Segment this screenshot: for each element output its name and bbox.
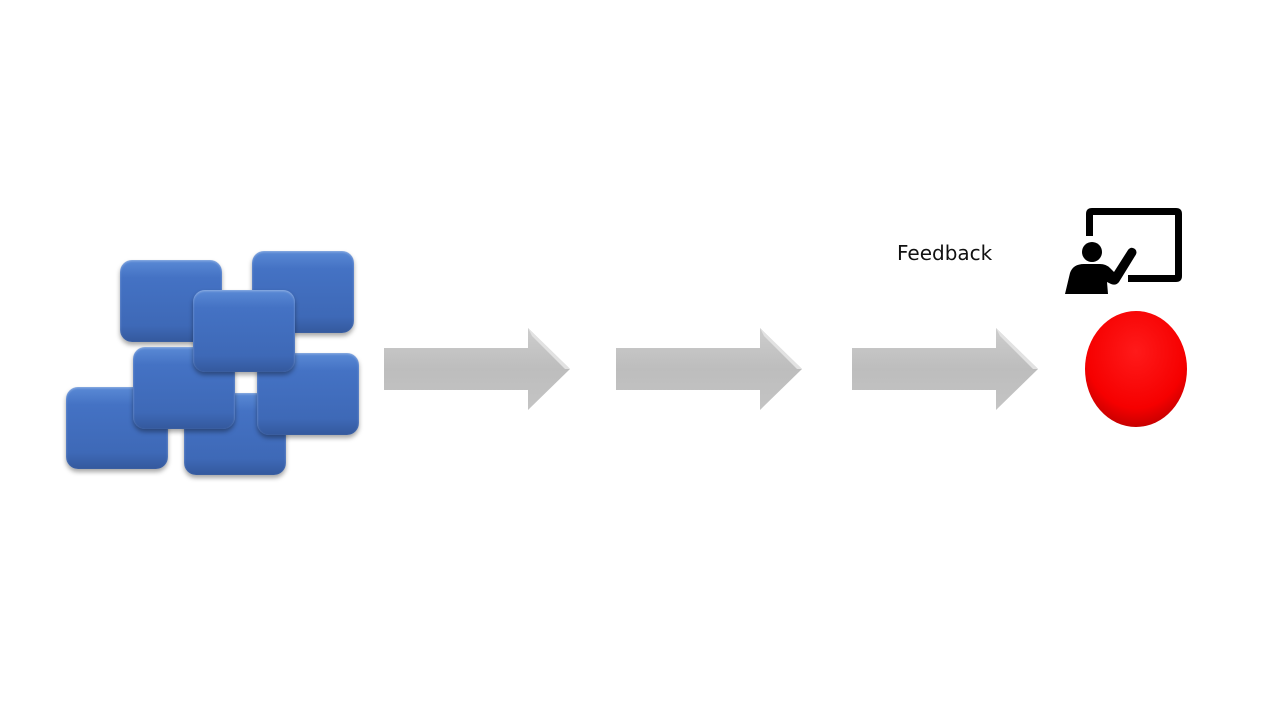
red-circle xyxy=(1085,311,1187,427)
arrow-right-2 xyxy=(616,328,802,410)
arrow-right-1 xyxy=(384,328,570,410)
feedback-label: Feedback xyxy=(897,241,993,265)
stacked-blocks-icon xyxy=(60,245,370,485)
block-center xyxy=(193,290,295,372)
arrow-right-3 xyxy=(852,328,1038,410)
presenter-whiteboard-icon xyxy=(1065,208,1182,294)
